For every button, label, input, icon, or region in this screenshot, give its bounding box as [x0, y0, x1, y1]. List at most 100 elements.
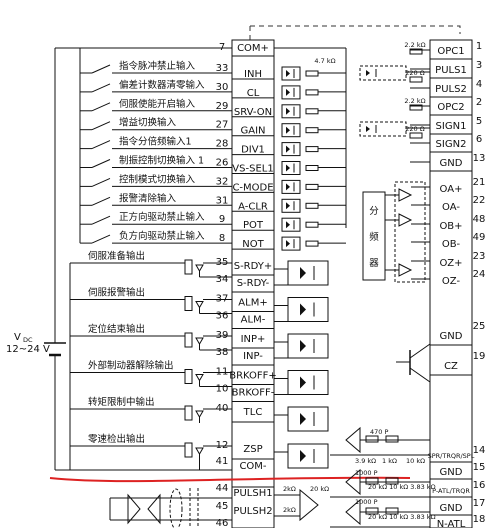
- com-minus-pin: 41: [216, 456, 229, 467]
- input-label: 伺服使能开启输入: [119, 98, 196, 110]
- input-pin: 28: [216, 139, 229, 150]
- dashed-frame: [249, 25, 461, 40]
- dc-supply: V DC 12~24 V: [6, 47, 232, 471]
- encoder-signal: OB+: [439, 221, 462, 232]
- output-minus-pin: 34: [216, 274, 229, 285]
- right-resistor-label: 2.2 kΩ: [404, 97, 425, 105]
- output-plus-pin: 35: [216, 257, 229, 268]
- single-output-pin: 40: [216, 403, 229, 414]
- com-plus-pin: 7: [219, 42, 225, 53]
- encoder-output-row: OZ-24: [411, 269, 485, 287]
- svg-text:1000 P: 1000 P: [355, 498, 378, 506]
- right-pin-row: SIGN2 6: [410, 134, 482, 153]
- optocoupler-icon: [281, 123, 301, 138]
- input-signal: INH: [244, 69, 262, 80]
- right-pin: 4: [476, 79, 482, 90]
- optocoupler-icon: [281, 142, 301, 157]
- svg-text:1 kΩ: 1 kΩ: [382, 457, 397, 465]
- encoder-signal: OZ-: [442, 276, 461, 287]
- right-connector-block: [429, 39, 473, 528]
- optocoupler-icon: [281, 198, 301, 213]
- single-output-label: 转矩限制中输出: [88, 396, 155, 408]
- input-signal: A-CLR: [238, 201, 268, 212]
- right-pin-row: GND 13: [410, 153, 486, 172]
- right-low-pin: 19: [473, 351, 486, 362]
- output-plus-pin: 37: [216, 294, 229, 305]
- analog-pin: 16: [473, 480, 486, 491]
- output-minus-pin: 36: [216, 311, 229, 322]
- analog-pin: 15: [473, 462, 486, 473]
- supply-label: V: [14, 332, 21, 343]
- right-signal: SIGN2: [436, 139, 467, 150]
- input-label: 指令分倍频输入1: [119, 136, 192, 148]
- output-optocoupler-icon: [287, 406, 329, 432]
- right-signal: PULS2: [435, 84, 467, 95]
- right-signal: GND: [440, 158, 463, 169]
- right-pin: 13: [473, 153, 486, 164]
- svg-text:1000 P: 1000 P: [355, 469, 378, 477]
- right-low-signal: GND: [440, 331, 463, 342]
- output-plus-signal: ALM+: [238, 298, 267, 309]
- pulse-pin: 44: [216, 483, 229, 494]
- input-label: 增益切换输入: [119, 117, 177, 129]
- output-plus-pin: 39: [216, 330, 229, 341]
- com-plus-signal: COM+: [237, 43, 269, 54]
- output-optocoupler-icon: [287, 333, 329, 359]
- encoder-output-row: OZ+23: [411, 251, 485, 269]
- input-pin: 27: [216, 120, 229, 131]
- input-signal: SRV-ON: [234, 107, 272, 118]
- input-label: 制振控制切换输入 1: [119, 155, 204, 167]
- analog-input-section: 470 P 3.9 kΩ 1 kΩ 10 kΩ 1000 P 20 kΩ 10 …: [330, 426, 436, 528]
- right-pin: 3: [476, 60, 482, 71]
- pulse-input-section: 2kΩ 2kΩ 20 kΩ: [109, 485, 329, 528]
- output-label: 伺服报警输出: [88, 287, 145, 299]
- optocoupler-icon: [281, 179, 301, 194]
- right-signal: OPC1: [437, 46, 464, 57]
- output-minus-pin: 38: [216, 347, 229, 358]
- encoder-signal: OB-: [442, 239, 461, 250]
- input-pin: 32: [216, 176, 229, 187]
- svg-text:470 P: 470 P: [370, 428, 388, 436]
- input-pin: 30: [216, 82, 229, 93]
- analog-pin: 17: [473, 498, 486, 509]
- red-separator: [49, 476, 411, 483]
- input-signal: NOT: [242, 239, 264, 250]
- right-low-pin: 25: [473, 321, 486, 332]
- input-signal: POT: [243, 220, 264, 231]
- encoder-pin: 48: [473, 214, 486, 225]
- right-pin-row: OPC1 1: [410, 41, 482, 60]
- right-resistor-label: 220 Ω: [405, 69, 424, 77]
- optocoupler-icon: [281, 104, 301, 119]
- svg-text:3.9 kΩ: 3.9 kΩ: [355, 457, 376, 465]
- optocoupler-icon: [281, 236, 301, 251]
- pulse-pin: 46: [216, 518, 229, 528]
- encoder-signal: OA+: [440, 184, 463, 195]
- right-signal: SIGN1: [436, 121, 467, 132]
- input-label: 控制模式切换输入: [119, 173, 196, 185]
- analog-pin: 14: [473, 445, 486, 456]
- supply-voltage: 12~24 V: [6, 344, 50, 355]
- right-pin: 6: [476, 134, 482, 145]
- encoder-pin: 49: [473, 232, 486, 243]
- right-pin: 1: [476, 41, 482, 52]
- input-pin: 26: [216, 158, 229, 169]
